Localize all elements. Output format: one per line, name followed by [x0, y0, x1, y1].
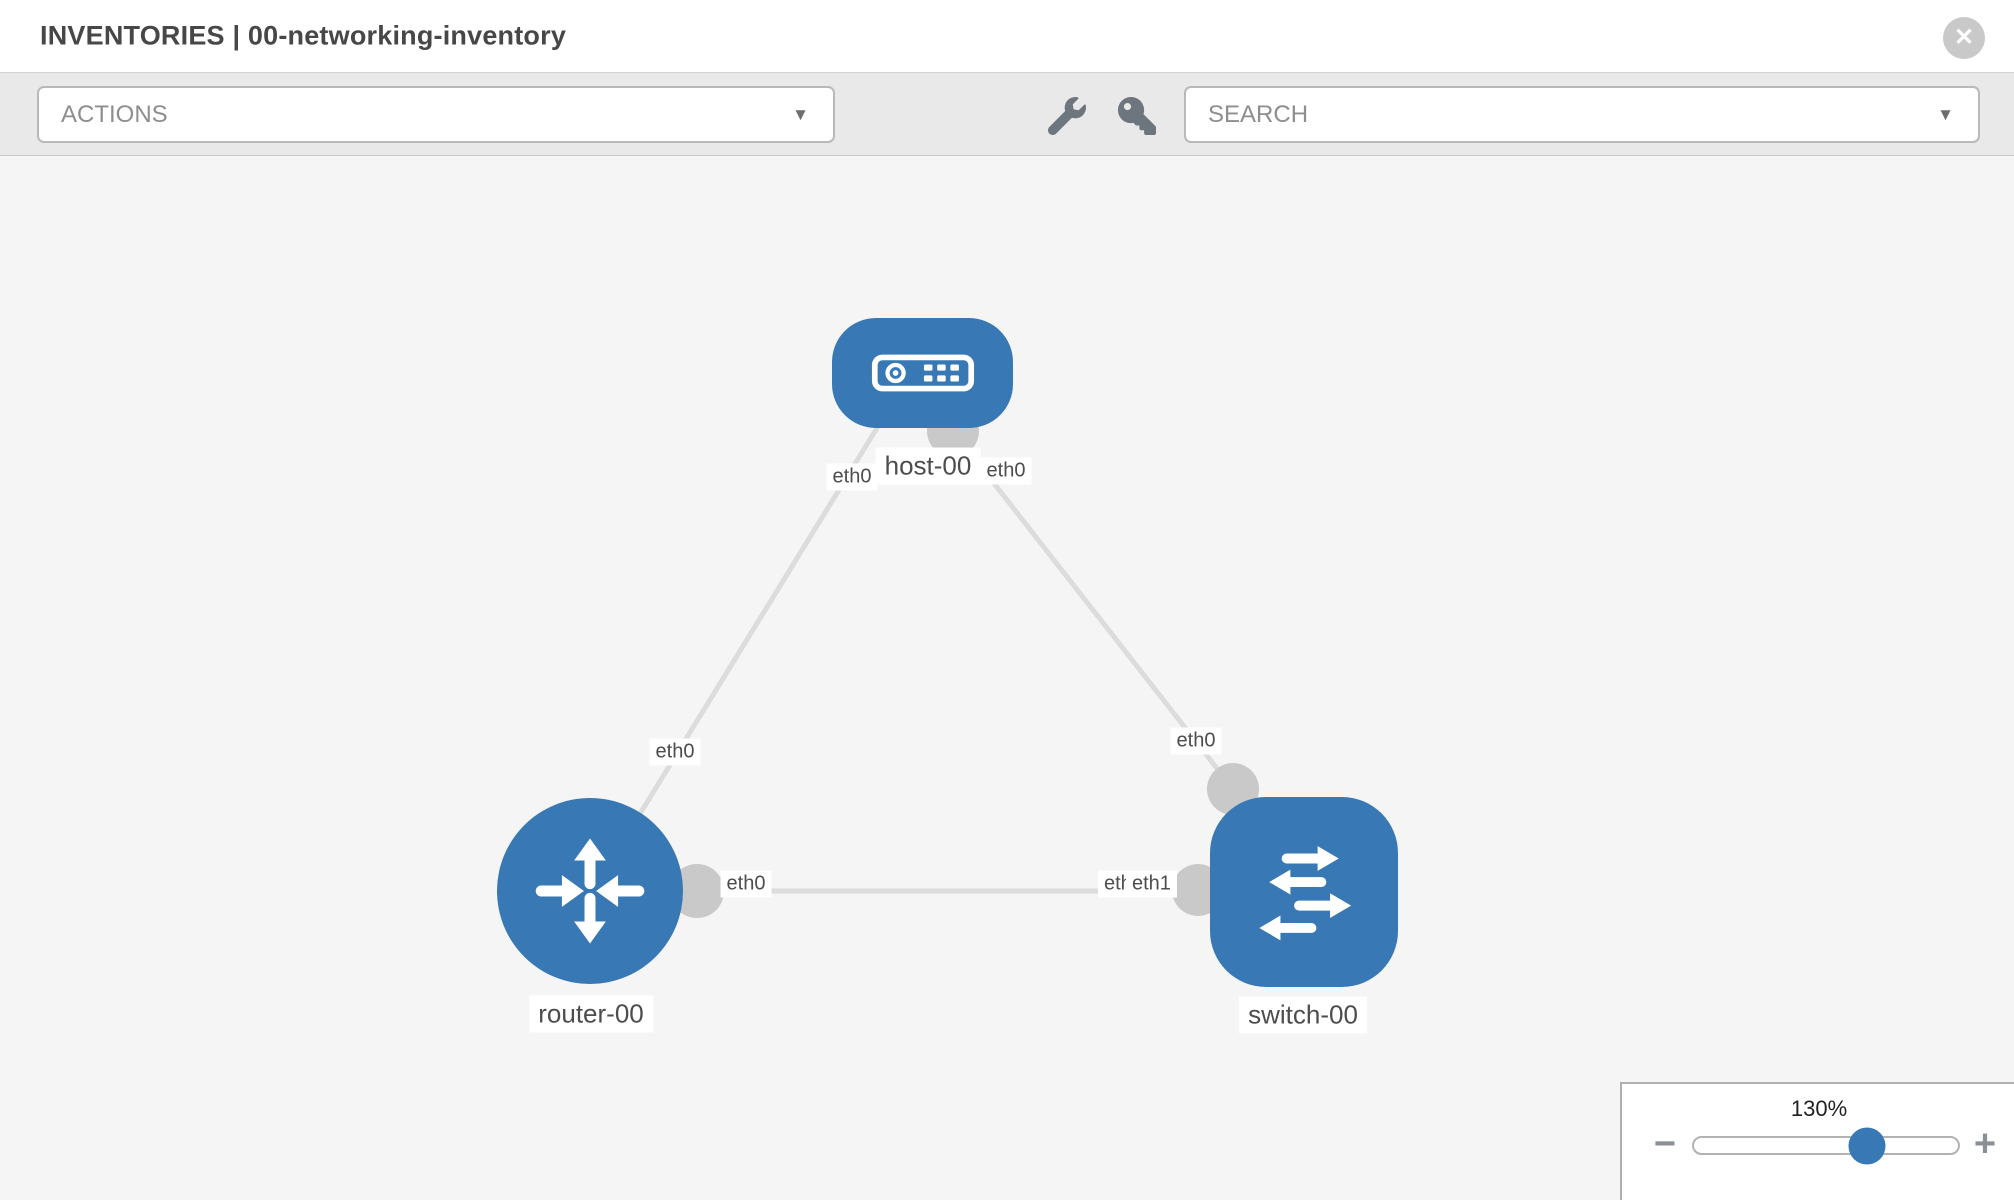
wrench-icon[interactable]: [1047, 97, 1086, 136]
switch-icon: [1259, 846, 1352, 941]
node-label-router-00: router-00: [529, 995, 653, 1033]
node-host-00[interactable]: [832, 318, 1013, 428]
interface-label: eth0: [649, 738, 701, 766]
interface-label: eth0: [980, 457, 1032, 485]
node-label-switch-00: switch-00: [1239, 996, 1367, 1034]
interface-label: eth0: [720, 870, 772, 898]
links-layer: [600, 405, 1300, 918]
toolbar: ACTIONS ▼ SEARCH ▼: [0, 72, 2014, 156]
close-button[interactable]: ✕: [1943, 17, 1985, 59]
zoom-out-button[interactable]: −: [1653, 1123, 1677, 1165]
zoom-slider-thumb[interactable]: [1848, 1127, 1886, 1164]
actions-dropdown[interactable]: ACTIONS ▼: [37, 86, 835, 143]
interface-label: eth0: [1170, 727, 1222, 755]
chevron-down-icon: ▼: [792, 104, 809, 124]
search-placeholder: SEARCH: [1208, 100, 1309, 128]
host-icon: [871, 354, 974, 392]
close-icon: ✕: [1953, 24, 1975, 51]
zoom-percent-value: 130%: [1790, 1096, 1848, 1121]
topology-canvas[interactable]: eth0 eth0 eth0 eth0 eth0 eth1 eth1 host-…: [0, 156, 2014, 1200]
interface-label: eth0: [826, 463, 878, 491]
node-label-host-00: host-00: [875, 447, 981, 485]
zoom-control-panel: 130% − +: [1620, 1082, 2014, 1200]
router-icon: [535, 838, 645, 944]
node-router-00[interactable]: [497, 798, 683, 984]
interface-circle-router-eth0[interactable]: [670, 864, 724, 918]
interface-label: eth1: [1126, 870, 1177, 898]
actions-dropdown-label: ACTIONS: [61, 100, 168, 128]
node-switch-00[interactable]: [1210, 797, 1398, 987]
zoom-slider[interactable]: [1692, 1127, 1960, 1164]
chevron-down-icon: ▼: [1937, 104, 1954, 124]
zoom-in-button[interactable]: +: [1973, 1123, 1997, 1165]
page-title: INVENTORIES | 00-networking-inventory: [40, 20, 567, 51]
search-dropdown[interactable]: SEARCH ▼: [1184, 86, 1980, 143]
key-icon[interactable]: [1118, 97, 1156, 135]
header: INVENTORIES | 00-networking-inventory ✕: [0, 0, 2014, 72]
